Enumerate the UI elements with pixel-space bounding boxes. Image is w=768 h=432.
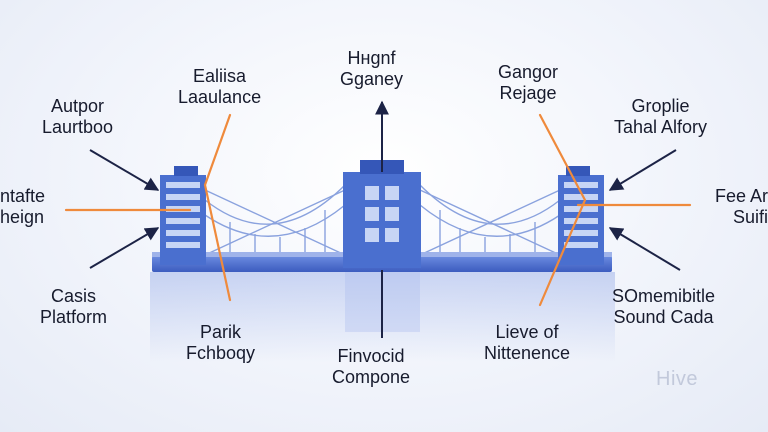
watermark-logo: Hive xyxy=(656,368,699,390)
dark-arrows xyxy=(89,100,681,338)
orange-connectors xyxy=(64,113,692,307)
left-tower xyxy=(160,166,206,265)
right-tower xyxy=(558,166,604,265)
center-tower xyxy=(343,160,421,268)
